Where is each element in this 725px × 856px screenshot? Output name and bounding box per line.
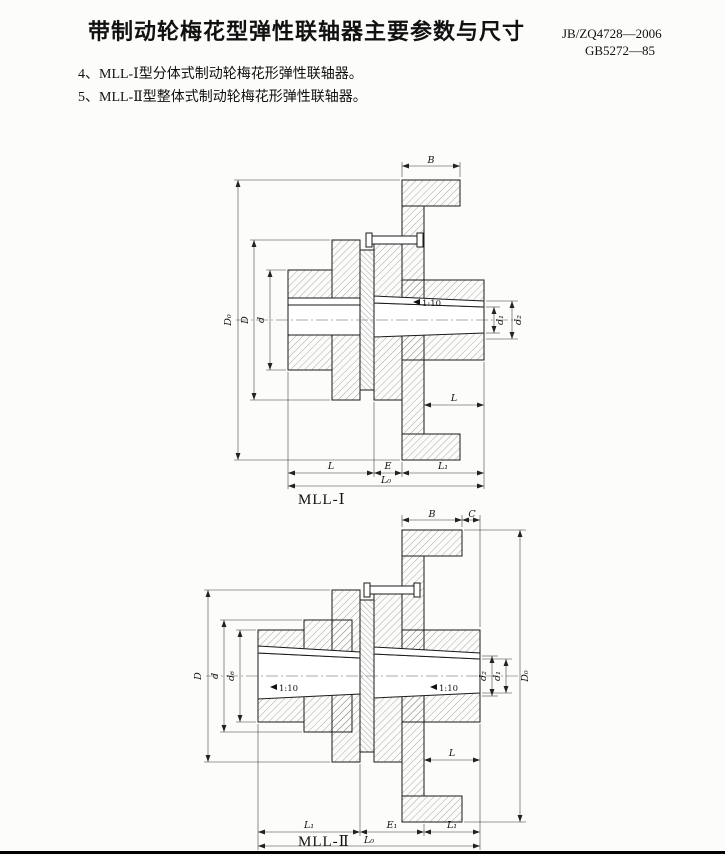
- fig2-label-C: C: [468, 509, 476, 520]
- fig2-dim-B: B: [401, 509, 463, 527]
- fig2-left-keyway: [257, 645, 361, 659]
- fig1-drawing: 1:10 B D₀ D d d₁ d₂: [223, 155, 524, 489]
- fig1-label-B: B: [427, 155, 435, 166]
- fig1-right-keyway: [373, 295, 485, 308]
- fig1-taper-callout: 1:10: [413, 299, 441, 309]
- fig2-dim-d6: d₆: [226, 629, 256, 723]
- fig1-dim-d2: d₂: [486, 300, 524, 340]
- fig1-dim-bottom: L E L₁ L₀: [287, 372, 484, 489]
- fig1-label-L-hub: L: [450, 393, 457, 404]
- standard-jb: JB/ZQ4728—2006: [562, 26, 662, 41]
- fig1-dim-B: B: [401, 155, 461, 177]
- fig2-dim-D: D: [193, 589, 330, 763]
- fig2-label-d2: d₂: [478, 671, 489, 681]
- fig1-dim-d1: d₁: [486, 306, 506, 334]
- fig2-brake-rim-top: [401, 529, 463, 557]
- fig1-label-D: D: [240, 316, 251, 325]
- page-title: 带制动轮梅花型弹性联轴器主要参数与尺寸: [88, 19, 526, 44]
- fig2-dim-d1: d₁: [482, 658, 512, 694]
- page-bottom-rule: [0, 851, 725, 854]
- fig1-brake-rim-bottom: [401, 433, 461, 461]
- fig2-bolt: [363, 582, 421, 598]
- fig2-label-D0: D₀: [520, 670, 531, 683]
- fig1-label-L: L: [327, 461, 334, 472]
- fig2-dim-bottom: L₁ E₁ L₁ L₀: [257, 724, 480, 850]
- fig2-label-d: d: [210, 673, 221, 679]
- fig1-label-d2: d₂: [513, 315, 524, 325]
- fig2-taper-callout-left: 1:10: [270, 684, 298, 694]
- fig2-label-L-hub: L: [448, 748, 455, 759]
- fig1-taper-label: 1:10: [422, 299, 441, 309]
- fig2-dim-D0: D₀: [464, 529, 531, 823]
- fig1-left-keyway: [287, 297, 361, 306]
- fig2-label-L0: L₀: [363, 835, 374, 846]
- fig1-caption: MLL-Ⅰ: [298, 492, 346, 508]
- fig2-taper-left-label: 1:10: [279, 684, 298, 694]
- note-item-5: 5、MLL-Ⅱ型整体式制动轮梅花形弹性联轴器。: [78, 90, 367, 105]
- fig2-taper-callout-right: 1:10: [430, 684, 458, 694]
- fig2-brake-rim-bottom: [401, 795, 463, 823]
- fig1-dim-D: D: [240, 239, 330, 401]
- fig2-caption: MLL-Ⅱ: [298, 834, 350, 850]
- fig1-label-d1: d₁: [495, 315, 506, 325]
- fig1-label-L1: L₁: [437, 461, 448, 472]
- fig1-brake-rim-top: [401, 179, 461, 207]
- fig2-label-B: B: [428, 509, 436, 520]
- fig2-dim-d: d: [210, 619, 302, 733]
- standard-gb: GB5272—85: [585, 43, 656, 58]
- fig2-dim-d2: d₂: [478, 655, 498, 697]
- fig2-right-keyway: [373, 646, 481, 660]
- fig1-label-L0: L₀: [380, 475, 391, 486]
- fig2-dim-C: C: [462, 509, 481, 627]
- fig1-section: 1:10: [287, 179, 485, 461]
- fig2-label-L1-left: L₁: [303, 820, 314, 831]
- fig1-label-D0: D₀: [223, 314, 234, 327]
- note-item-4: 4、MLL-Ⅰ型分体式制动轮梅花形弹性联轴器。: [78, 67, 363, 82]
- fig2-taper-right-label: 1:10: [439, 684, 458, 694]
- fig1-label-d: d: [256, 317, 267, 323]
- fig1-dim-D0: D₀: [223, 179, 400, 461]
- fig1-dim-d: d: [256, 269, 286, 371]
- fig2-label-L1-right: L₁: [446, 820, 457, 831]
- fig2-dim-L-hub: L: [424, 724, 481, 850]
- fig2-label-d1: d₁: [492, 671, 503, 681]
- fig2-label-D: D: [193, 672, 204, 681]
- fig2-label-d6: d₆: [226, 671, 237, 681]
- fig1-bolt: [365, 232, 424, 248]
- fig2-drawing: 1:10 1:10 B C D d d₆: [193, 509, 531, 850]
- fig1-label-E: E: [384, 461, 392, 472]
- fig2-label-E1: E₁: [386, 820, 398, 831]
- fig1-dim-L-hub: L: [424, 362, 485, 489]
